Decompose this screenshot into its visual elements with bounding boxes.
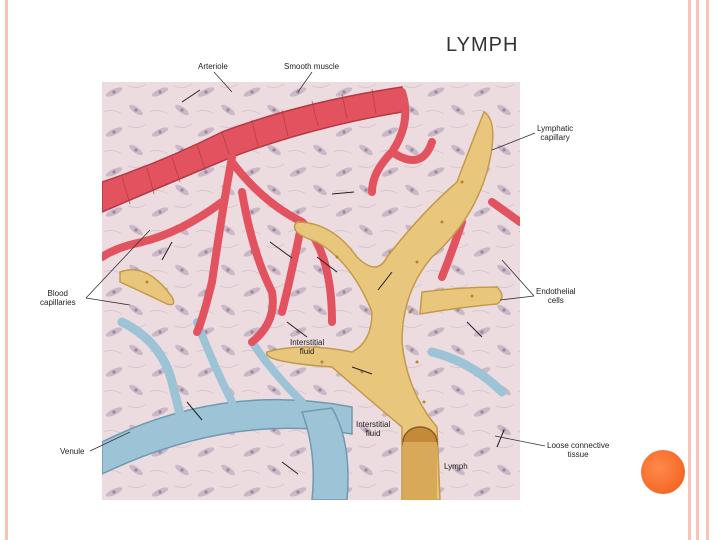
- label-smooth-muscle: Smooth muscle: [284, 62, 340, 71]
- label-loose-connective-tissue: Loose connective tissue: [547, 441, 609, 459]
- label-interstitial-fluid-a-line1: Interstitial: [290, 338, 325, 347]
- label-lymphatic-capillary: Lymphatic capillary: [537, 124, 573, 142]
- slide-title: LYMPH: [446, 34, 519, 56]
- label-lymphatic-capillary-line2: capillary: [540, 133, 570, 142]
- label-endothelial-cells-line2: cells: [547, 296, 564, 305]
- decorative-orange-circle: [641, 450, 685, 494]
- label-blood-capillaries-line2: capillaries: [40, 298, 76, 307]
- label-loose-connective-tissue-line1: Loose connective: [547, 441, 610, 450]
- label-lymphatic-capillary-line1: Lymphatic: [537, 124, 574, 133]
- label-interstitial-fluid-b-line1: Interstitial: [356, 420, 391, 429]
- label-endothelial-cells-line1: Endothelial: [536, 287, 576, 296]
- right-frame-border: [686, 0, 720, 540]
- label-blood-capillaries-line1: Blood: [47, 289, 69, 298]
- label-venule: Venule: [60, 447, 85, 456]
- label-interstitial-fluid-b: Interstitial fluid: [356, 420, 390, 438]
- label-arteriole: Arteriole: [198, 62, 228, 71]
- label-endothelial-cells: Endothelial cells: [536, 287, 576, 305]
- label-interstitial-fluid-a: Interstitial fluid: [290, 338, 324, 356]
- lymph-capillary-illustration: [102, 82, 520, 500]
- left-frame-border: [0, 0, 12, 540]
- label-interstitial-fluid-a-line2: fluid: [299, 347, 315, 356]
- label-lymph: Lymph: [444, 462, 468, 471]
- label-blood-capillaries: Blood capillaries: [40, 289, 76, 307]
- label-interstitial-fluid-b-line2: fluid: [365, 429, 381, 438]
- label-loose-connective-tissue-line2: tissue: [567, 450, 589, 459]
